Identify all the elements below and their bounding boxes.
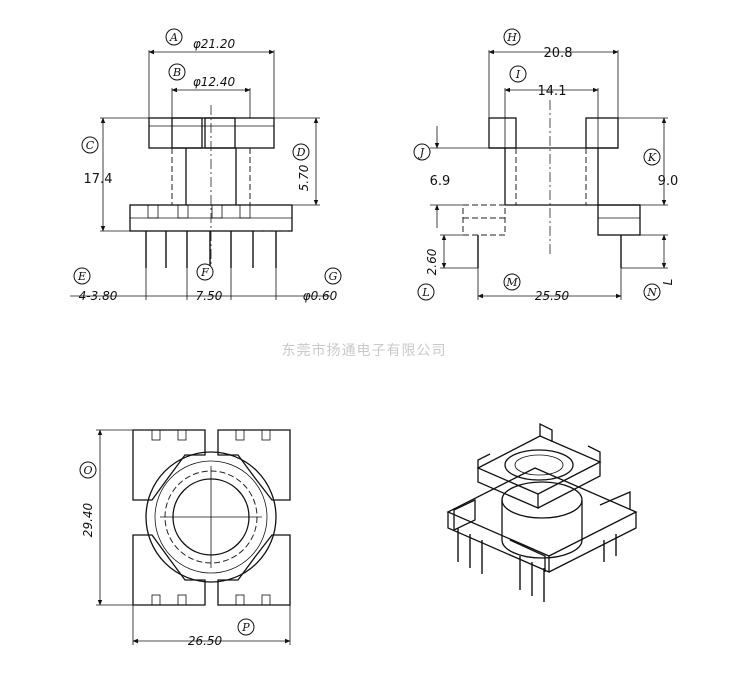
tag-l: L: [421, 286, 429, 299]
side-view: H 20.8 I 14.1 J 6.9 K 9.0 L 2.60: [413, 28, 679, 303]
tag-f: F: [200, 266, 209, 279]
dim-o-label: 29.40: [81, 502, 95, 537]
tag-p: P: [241, 621, 250, 634]
dim-a-label: φ21.20: [193, 37, 236, 51]
tag-d: D: [296, 146, 306, 159]
dim-m-label: 25.50: [535, 289, 570, 303]
top-view: O 29.40 P 26.50: [79, 429, 291, 648]
tag-i: I: [515, 68, 521, 81]
dim-d-label: 5.70: [297, 164, 311, 191]
front-view: A φ21.20 B φ12.40 C 17.4 D 5.70 E 4-3.80…: [70, 28, 342, 303]
tag-k: K: [647, 151, 657, 164]
tag-a: A: [169, 31, 178, 44]
isometric-view: [446, 422, 638, 602]
dim-p-label: 26.50: [188, 634, 223, 648]
tag-j: J: [418, 146, 425, 159]
tag-b: B: [172, 66, 181, 79]
dim-k-label: 9.0: [658, 174, 679, 189]
company-watermark: 东莞市扬通电子有限公司: [282, 342, 447, 359]
dim-e-label: 4-3.80: [79, 289, 118, 303]
dim-l-label: 2.60: [425, 248, 439, 275]
dim-h-label: 20.8: [544, 46, 573, 61]
tag-h: H: [506, 31, 517, 44]
dim-b-label: φ12.40: [193, 75, 236, 89]
dim-g-label: φ0.60: [303, 289, 338, 303]
dim-n-label: L: [661, 279, 675, 286]
tag-c: C: [86, 139, 95, 152]
tag-n: N: [646, 286, 657, 299]
tag-g: G: [329, 270, 338, 283]
tag-e: E: [77, 270, 86, 283]
dim-total-height-label: 17.4: [84, 172, 113, 187]
dim-j-label: 6.9: [430, 174, 451, 189]
dim-f-label: 7.50: [196, 289, 223, 303]
tag-o: O: [83, 464, 92, 477]
dim-i-label: 14.1: [538, 84, 567, 99]
tag-m: M: [505, 276, 518, 289]
